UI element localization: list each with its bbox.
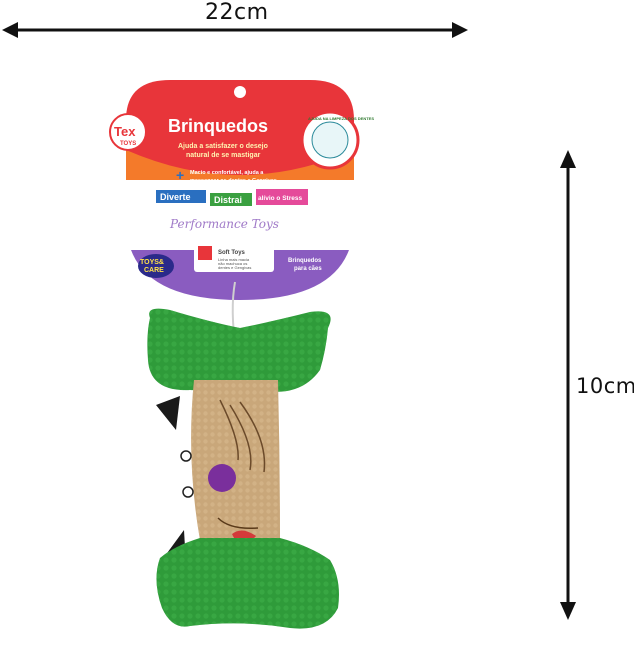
benefit-1: Macio e confortável, ajuda a xyxy=(190,170,264,176)
badge-distrai xyxy=(210,193,252,206)
soft-toys-1: Linha mais macia xyxy=(218,257,250,262)
tag-title: Brinquedos xyxy=(168,116,268,136)
target-1: Brinquedos xyxy=(288,258,322,264)
purple-spot xyxy=(208,464,236,492)
badge-diverte xyxy=(156,190,206,203)
soft-toys-3: dentes e Gengivas xyxy=(218,265,251,270)
width-dimension-arrow xyxy=(2,22,468,38)
benefit-2: massagear os dentes e Gengivas xyxy=(190,178,277,184)
badge-stress-label: alívio o Stress xyxy=(258,195,302,202)
whiskers xyxy=(219,399,266,473)
seal-text: AJUDA NA LIMPEZA DOS DENTES xyxy=(308,116,374,121)
brand-logo: Tex xyxy=(114,124,136,139)
cat-eye-top xyxy=(180,450,192,462)
brand-logo-sub: TOYS xyxy=(120,141,136,147)
badge-diverte-label: Diverte xyxy=(160,192,191,202)
soft-toys-box xyxy=(194,242,274,272)
bone-toy xyxy=(147,308,339,629)
badge-stress xyxy=(256,189,308,205)
brand-logo-badge xyxy=(109,113,147,151)
toys-care-top: TOYS& xyxy=(140,259,164,266)
plus-icon: + xyxy=(176,167,184,183)
cat-eye-bottom xyxy=(182,486,194,498)
usage-note: Divirta-se com seu pet xyxy=(286,244,327,249)
soft-toys-title: Soft Toys xyxy=(218,250,246,256)
height-dimension-arrow xyxy=(560,150,576,620)
toys-care-logo xyxy=(138,254,174,278)
badge-distrai-label: Distrai xyxy=(214,195,242,205)
tag-subtitle-2: natural de se mastigar xyxy=(186,152,261,159)
tag-subtitle-1: Ajuda a satisfazer o desejo xyxy=(178,143,268,150)
product-photo: My Tex TOYS Brinquedos Ajuda a satisfaze… xyxy=(109,80,374,629)
soft-toys-2: não machuca os xyxy=(218,261,247,266)
height-label: 10cm xyxy=(576,374,634,398)
width-label: 22cm xyxy=(205,0,269,25)
line-name: Performance Toys xyxy=(169,217,279,231)
toys-care-bottom: CARE xyxy=(144,267,164,274)
cat-ear-top xyxy=(156,396,180,430)
target-2: para cães xyxy=(294,266,322,272)
